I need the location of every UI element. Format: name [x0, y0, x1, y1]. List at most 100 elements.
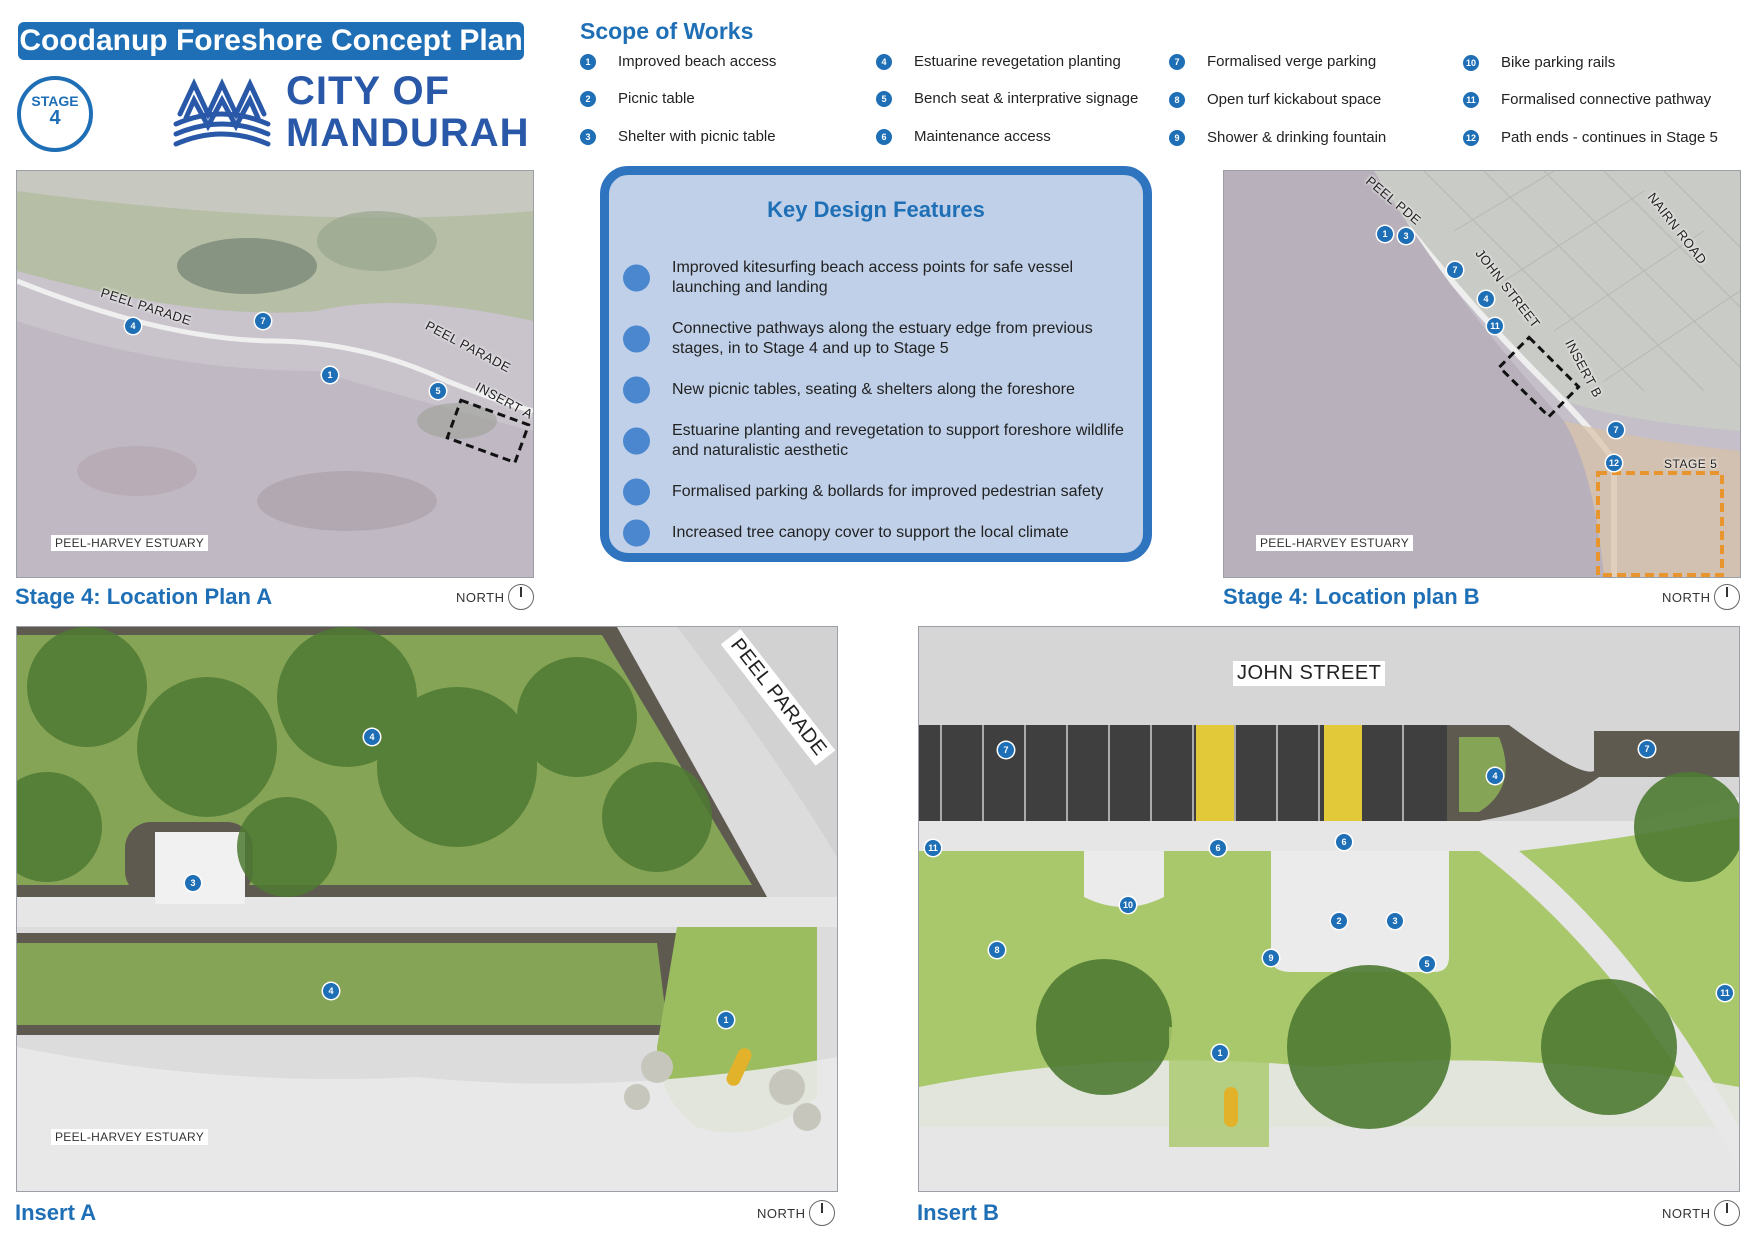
scope-item: 8 Open turf kickabout space [1169, 91, 1381, 108]
number-badge: 1 [580, 53, 596, 70]
map-marker: 6 [1336, 834, 1352, 850]
insert-a-plan [17, 627, 837, 1191]
map-marker: 4 [1487, 768, 1503, 784]
north-label: NORTH [456, 589, 505, 605]
scope-item-label: Picnic table [618, 90, 695, 107]
map-marker: 11 [925, 840, 941, 856]
scope-item: 7 Formalised verge parking [1169, 53, 1376, 70]
location-plan-b-aerial [1224, 171, 1740, 577]
feature-text: Connective pathways along the estuary ed… [672, 320, 1093, 357]
feature-item: Connective pathways along the estuary ed… [623, 319, 1123, 359]
north-arrow: NORTH [757, 1200, 836, 1226]
north-label: NORTH [757, 1205, 806, 1221]
number-badge: 10 [1463, 54, 1479, 71]
scope-item-label: Shower & drinking fountain [1207, 129, 1387, 146]
feature-text: Formalised parking & bollards for improv… [672, 483, 1104, 500]
feature-item: New picnic tables, seating & shelters al… [623, 370, 1123, 410]
road-label: JOHN STREET [1233, 661, 1386, 686]
scope-item-label: Improved beach access [618, 53, 777, 70]
city-of-mandurah-logo: CITY OF MANDURAH [286, 70, 530, 154]
scope-list: 1 Improved beach access 2 Picnic table 3 Sh… [580, 50, 1750, 162]
map-marker: 4 [323, 983, 339, 999]
estuary-label: PEEL-HARVEY ESTUARY [51, 535, 209, 551]
map-marker: 1 [1377, 226, 1393, 242]
map-marker: 7 [1639, 741, 1655, 757]
bullet-icon [623, 519, 650, 547]
number-badge: 3 [580, 128, 596, 145]
stage-label: STAGE [31, 93, 79, 109]
scope-item: 1 Improved beach access [580, 53, 776, 70]
location-plan-a-aerial [17, 171, 533, 577]
scope-item-label: Shelter with picnic table [618, 128, 776, 145]
bullet-icon [623, 264, 650, 292]
north-arrow: NORTH [1662, 584, 1741, 610]
scope-item-label: Bench seat & interprative signage [914, 90, 1139, 107]
map-marker: 4 [125, 318, 141, 334]
stage-badge: STAGE 4 [17, 76, 93, 152]
location-plan-b-map: PEEL PDE JOHN STREET NAIRN ROAD INSERT B… [1223, 170, 1741, 578]
bullet-icon [623, 427, 650, 455]
map-marker: 12 [1606, 455, 1622, 471]
estuary-label: PEEL-HARVEY ESTUARY [1256, 535, 1414, 551]
scope-item: 10 Bike parking rails [1463, 54, 1615, 71]
compass-icon [1714, 584, 1741, 610]
scope-item-label: Estuarine revegetation planting [914, 53, 1121, 70]
scope-item-label: Path ends - continues in Stage 5 [1501, 129, 1718, 146]
number-badge: 8 [1169, 91, 1185, 108]
map-marker: 2 [1331, 913, 1347, 929]
insert-b-caption: Insert B [917, 1200, 999, 1225]
number-badge: 2 [580, 90, 596, 107]
map-marker: 3 [1387, 913, 1403, 929]
scope-item: 6 Maintenance access [876, 128, 1051, 145]
key-design-features-panel: Key Design Features Improved kitesurfing… [600, 166, 1152, 562]
feature-item: Improved kitesurfing beach access points… [623, 258, 1123, 298]
insert-a-map: PEEL PARADE 4 3 4 1 PEEL-HARVEY ESTUARY [16, 626, 838, 1192]
map-marker: 10 [1120, 897, 1136, 913]
number-badge: 7 [1169, 53, 1185, 70]
scope-item: 11 Formalised connective pathway [1463, 91, 1711, 108]
scope-item-label: Bike parking rails [1501, 54, 1616, 71]
logo-line-2: MANDURAH [286, 111, 530, 155]
north-arrow: NORTH [456, 584, 535, 610]
scope-item-label: Formalised verge parking [1207, 53, 1377, 70]
key-design-features-title: Key Design Features [767, 197, 985, 222]
compass-icon [508, 584, 535, 610]
number-badge: 9 [1169, 129, 1185, 146]
location-plan-b-caption: Stage 4: Location plan B [1223, 584, 1480, 609]
map-marker: 4 [1478, 291, 1494, 307]
bullet-icon [623, 325, 650, 353]
scope-item: 5 Bench seat & interprative signage [876, 90, 1138, 107]
number-badge: 6 [876, 128, 892, 145]
number-badge: 12 [1463, 129, 1479, 146]
compass-icon [809, 1200, 836, 1226]
scope-item-label: Open turf kickabout space [1207, 91, 1382, 108]
map-marker: 6 [1210, 840, 1226, 856]
feature-text: Estuarine planting and revegetation to s… [672, 422, 1124, 459]
bullet-icon [623, 376, 650, 404]
insert-b-map: JOHN STREET 7 7 4 11 6 6 10 2 3 8 9 5 1 … [918, 626, 1740, 1192]
number-badge: 5 [876, 90, 892, 107]
north-label: NORTH [1662, 1205, 1711, 1221]
map-marker: 3 [1398, 228, 1414, 244]
estuary-label: PEEL-HARVEY ESTUARY [51, 1129, 209, 1145]
scope-item-label: Maintenance access [914, 128, 1051, 145]
map-marker: 5 [1419, 956, 1435, 972]
feature-item: Estuarine planting and revegetation to s… [623, 421, 1124, 461]
number-badge: 11 [1463, 91, 1479, 108]
bullet-icon [623, 478, 650, 506]
map-marker: 3 [185, 875, 201, 891]
map-marker: 8 [989, 942, 1005, 958]
map-marker: 7 [1608, 422, 1624, 438]
map-marker: 1 [718, 1012, 734, 1028]
insert-a-caption: Insert A [15, 1200, 97, 1225]
map-marker: 11 [1717, 985, 1733, 1001]
stage-number: 4 [49, 107, 61, 129]
north-arrow: NORTH [1662, 1200, 1741, 1226]
scope-item: 12 Path ends - continues in Stage 5 [1463, 129, 1718, 146]
scope-item-label: Formalised connective pathway [1501, 91, 1712, 108]
scope-title: Scope of Works [580, 18, 754, 44]
map-marker: 4 [364, 729, 380, 745]
map-marker: 11 [1487, 318, 1503, 334]
compass-icon [1714, 1200, 1741, 1226]
